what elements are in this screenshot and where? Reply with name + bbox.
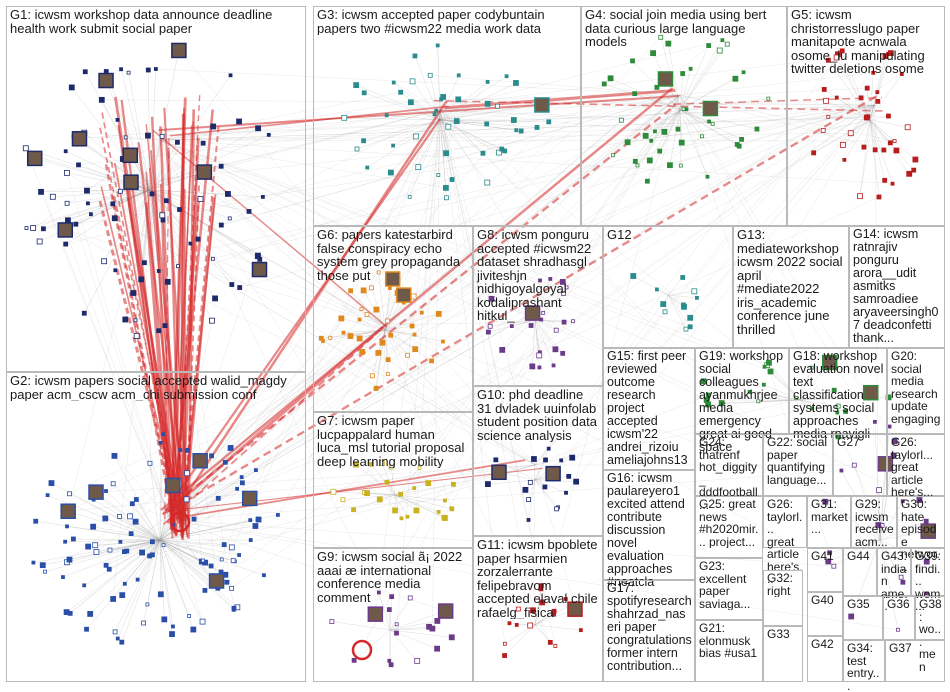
group-g41[interactable]: G41 — [807, 548, 843, 592]
group-g33[interactable]: G33 — [763, 626, 803, 682]
group-g14[interactable]: G14: icwsm ratnrajiv ponguru arora__udit… — [849, 226, 945, 348]
group-g31[interactable]: G31: market... — [807, 496, 851, 548]
group-label: G13: mediateworkshop icwsm 2022 social a… — [737, 228, 846, 336]
group-label: G25: great news #h2020mir... project... — [699, 498, 760, 548]
group-label: G14: icwsm ratnrajiv ponguru arora__udit… — [853, 228, 942, 345]
group-g2[interactable]: G2: icwsm papers social accepted walid_m… — [6, 372, 306, 682]
group-label: G26: taylorl... great article here's... — [891, 436, 942, 499]
group-g8[interactable]: G8: icwsm ponguru accepted #icwsm22 data… — [473, 226, 603, 386]
group-label: G35 — [847, 598, 880, 611]
group-label: G11: icwsm bpoblete paper hsarmien zorza… — [477, 538, 600, 619]
group-label: G1: icwsm workshop data announce deadlin… — [10, 8, 303, 35]
group-label: G42 — [811, 638, 840, 651]
group-label: G37 — [889, 642, 942, 655]
group-g20[interactable]: G20: social media research update engagi… — [887, 348, 945, 434]
group-label: G31: market... — [811, 498, 848, 536]
group-label: G7: icwsm paper lucpappalard human luca_… — [317, 414, 470, 468]
group-label: G29: icwsm receive acm... — [855, 498, 894, 548]
group-label: G16: icwsm paulareyero1 excited attend c… — [607, 472, 692, 589]
group-g1[interactable]: G1: icwsm workshop data announce deadlin… — [6, 6, 306, 372]
group-g32[interactable]: G32: right — [763, 570, 803, 626]
group-label: G32: right — [767, 572, 800, 597]
group-g21[interactable]: G21: elonmusk bias #usa1 — [695, 620, 763, 682]
group-g7[interactable]: G7: icwsm paper lucpappalard human luca_… — [313, 412, 473, 548]
group-g35[interactable]: G35 — [843, 596, 883, 640]
group-g39[interactable]: G39: findi... wom... — [911, 548, 945, 596]
group-g17[interactable]: G17: spotifyresearch shahrzad_naseri pap… — [603, 580, 695, 682]
group-g37[interactable]: G37 — [885, 640, 945, 682]
group-g38[interactable]: G38: wo... men — [915, 596, 945, 640]
group-label: G12 — [607, 228, 730, 242]
group-g23[interactable]: G23: excellent paper saviaga... — [695, 558, 763, 620]
group-g5[interactable]: G5: icwsm christorresslugo paper manitap… — [787, 6, 945, 226]
group-label: G18: workshop evaluation novel text clas… — [793, 350, 884, 441]
group-label: G2: icwsm papers social accepted walid_m… — [10, 374, 303, 401]
group-g25[interactable]: G25: great news #h2020mir... project... — [695, 496, 763, 558]
group-label: G10: phd deadline 31 dvladek uuinfolab s… — [477, 388, 600, 442]
group-label: G8: icwsm ponguru accepted #icwsm22 data… — [477, 228, 600, 323]
group-label: G20: social media research update engagi… — [891, 350, 942, 438]
group-g44[interactable]: G44 — [843, 548, 877, 596]
group-label: G27 — [837, 436, 884, 449]
group-label: G44 — [847, 550, 874, 563]
group-g3[interactable]: G3: icwsm accepted paper codybuntain pap… — [313, 6, 581, 226]
group-label: G21: elonmusk bias #usa1 — [699, 622, 760, 660]
group-label: G6: papers katestarbird false conspiracy… — [317, 228, 470, 282]
group-g11[interactable]: G11: icwsm bpoblete paper hsarmien zorza… — [473, 536, 603, 682]
group-label: G22: social paper quantifying language..… — [767, 436, 830, 486]
group-g28[interactable]: G27 — [833, 434, 887, 496]
group-label: G41 — [811, 550, 840, 563]
group-g22[interactable]: G22: social paper quantifying language..… — [763, 434, 833, 496]
group-g15[interactable]: G15: first peer reviewed outcome researc… — [603, 348, 695, 470]
group-label: G23: excellent paper saviaga... — [699, 560, 760, 610]
group-g16[interactable]: G16: icwsm paulareyero1 excited attend c… — [603, 470, 695, 580]
group-g26[interactable]: G26: taylorl... great article here's... — [763, 496, 807, 548]
group-g12[interactable]: G12 — [603, 226, 733, 348]
group-g43[interactable]: G43: indian ame... — [877, 548, 911, 596]
group-g19[interactable]: G19: workshop social colleagues ayanmukh… — [695, 348, 789, 434]
group-g40[interactable]: G40 — [807, 592, 843, 636]
group-label: G15: first peer reviewed outcome researc… — [607, 350, 692, 467]
group-g24[interactable]: G24: thatrenf hot_diggity_ dddfootball..… — [695, 434, 763, 496]
group-label: G33 — [767, 628, 800, 641]
group-label: G17: spotifyresearch shahrzad_naseri pap… — [607, 582, 692, 673]
group-g4[interactable]: G4: social join media using bert data cu… — [581, 6, 787, 226]
group-label: G4: social join media using bert data cu… — [585, 8, 784, 49]
group-g10[interactable]: G10: phd deadline 31 dvladek uuinfolab s… — [473, 386, 603, 536]
group-g42[interactable]: G42 — [807, 636, 843, 682]
group-g27[interactable]: G26: taylorl... great article here's... — [887, 434, 945, 496]
group-g29[interactable]: G29: icwsm receive acm... — [851, 496, 897, 548]
group-label: G34: test entry... — [847, 642, 882, 692]
group-g9[interactable]: G9: icwsm social ã¡ 2022 aaai æ internat… — [313, 548, 473, 682]
group-label: G3: icwsm accepted paper codybuntain pap… — [317, 8, 578, 35]
group-label: G40 — [811, 594, 840, 607]
group-label: G5: icwsm christorresslugo paper manitap… — [791, 8, 942, 76]
group-g36[interactable]: G36 — [883, 596, 915, 640]
group-g18[interactable]: G18: workshop evaluation novel text clas… — [789, 348, 887, 434]
group-g34[interactable]: G34: test entry... — [843, 640, 885, 682]
group-g30[interactable]: G30: hate episode networ... — [897, 496, 945, 548]
group-label: G9: icwsm social ã¡ 2022 aaai æ internat… — [317, 550, 470, 604]
group-g13[interactable]: G13: mediateworkshop icwsm 2022 social a… — [733, 226, 849, 348]
group-g6[interactable]: G6: papers katestarbird false conspiracy… — [313, 226, 473, 412]
group-label: G36 — [887, 598, 912, 611]
